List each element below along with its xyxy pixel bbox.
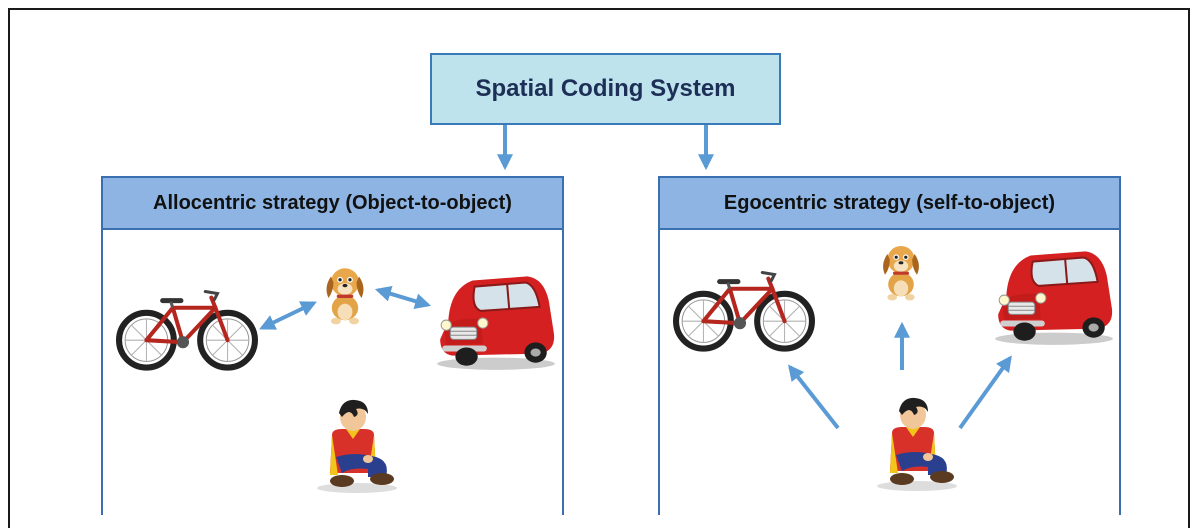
egocentric-panel: Egocentric strategy (self-to-object)	[658, 176, 1121, 515]
boy-icon	[877, 397, 957, 491]
boy-icon	[317, 399, 397, 493]
title-box: Spatial Coding System	[430, 53, 781, 125]
car-icon	[436, 275, 556, 371]
car-icon	[994, 250, 1114, 346]
egocentric-header: Egocentric strategy (self-to-object)	[660, 178, 1119, 230]
allocentric-heading: Allocentric strategy (Object-to-object)	[153, 191, 512, 214]
bicycle-icon	[119, 292, 255, 368]
arrow-dog-car	[374, 286, 432, 309]
dog-icon	[883, 246, 919, 301]
arrow-self-bicycle	[788, 364, 840, 430]
egocentric-heading: Egocentric strategy (self-to-object)	[723, 191, 1056, 214]
title-connectors	[497, 125, 714, 171]
diagram-title: Spatial Coding System	[475, 75, 736, 102]
arrow-bicycle-dog	[259, 301, 317, 330]
arrow-self-car	[958, 355, 1012, 430]
diagram-graphics	[0, 125, 1114, 493]
bicycle-icon	[676, 273, 812, 349]
dog-icon	[326, 268, 364, 325]
allocentric-header: Allocentric strategy (Object-to-object)	[103, 178, 562, 230]
